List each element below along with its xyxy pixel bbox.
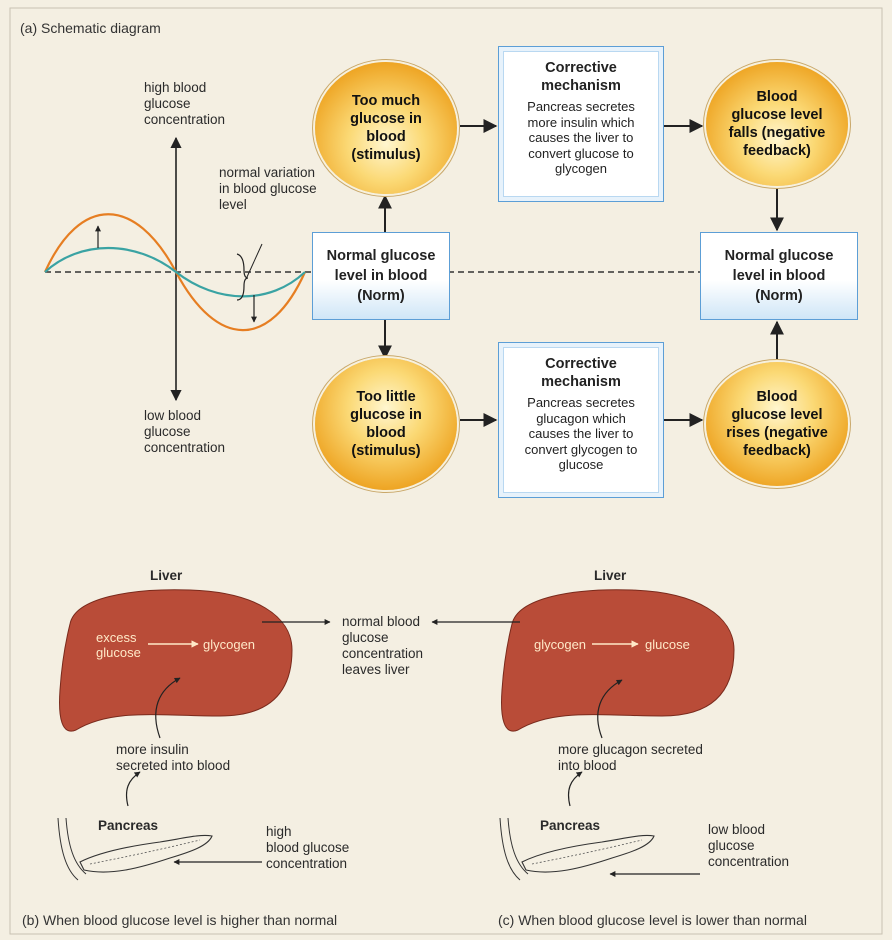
- corrective-box-high: Corrective mechanism Pancreas secretes m…: [498, 46, 664, 202]
- insulin-text: more insulin secreted into blood: [116, 742, 231, 773]
- pancreas-label-b: Pancreas: [98, 818, 159, 833]
- oval-level-falls: Blood glucose level falls (negative feed…: [706, 62, 848, 186]
- caption-a: (a) Schematic diagram: [20, 20, 161, 36]
- pancreas-b-arrow-up: [125, 771, 141, 807]
- high-stimulus-text: high blood glucose concentration: [266, 824, 350, 871]
- oval-too-much-glucose: Too much glucose in blood (stimulus): [315, 62, 457, 194]
- pancreas-c-drawing: [499, 817, 655, 881]
- caption-b: (b) When blood glucose level is higher t…: [22, 912, 338, 928]
- liver-label-b: Liver: [150, 568, 183, 583]
- glucagon-arrow-up: [597, 679, 623, 739]
- variation-pointer: [246, 243, 263, 278]
- pancreas-c-arrow-up: [567, 771, 583, 807]
- frame: [9, 7, 883, 935]
- center-label: normal blood glucose concentration leave…: [342, 614, 424, 677]
- glycogen-text-b: glycogen: [203, 637, 256, 652]
- pancreas-label-c: Pancreas: [540, 818, 601, 833]
- curve-small: [44, 247, 306, 298]
- pancreas-b-drawing: [57, 817, 213, 881]
- corrective-title-low: Corrective mechanism: [541, 356, 621, 390]
- variation-label: normal variation in blood glucose level: [219, 165, 317, 212]
- low-stimulus-text: low blood glucose concentration: [708, 822, 790, 869]
- high-label: high blood glucose concentration: [144, 80, 226, 127]
- glycogen-text-c: glycogen: [534, 637, 587, 652]
- variation-brace: [236, 253, 249, 301]
- low-label: low blood glucose concentration: [144, 408, 226, 455]
- corrective-box-low: Corrective mechanism Pancreas secretes g…: [498, 342, 664, 498]
- oval-too-little-glucose: Too little glucose in blood (stimulus): [315, 358, 457, 490]
- caption-c: (c) When blood glucose level is lower th…: [498, 912, 807, 928]
- norm-box-right: Normal glucose level in blood (Norm): [700, 232, 858, 320]
- liver-shape-c: [501, 589, 735, 732]
- corrective-body-low: Pancreas secretes glucagon which causes …: [524, 395, 638, 472]
- corrective-title-high: Corrective mechanism: [541, 60, 621, 94]
- glucose-text-c: glucose: [645, 637, 690, 652]
- liver-label-c: Liver: [594, 568, 627, 583]
- glucagon-text: more glucagon secreted into blood: [558, 742, 703, 773]
- oval-level-rises: Blood glucose level rises (negative feed…: [706, 362, 848, 486]
- corrective-body-high: Pancreas secretes more insulin which cau…: [527, 99, 635, 176]
- excess-glucose-text: excess glucose: [96, 630, 141, 660]
- liver-shape-b: [59, 589, 293, 732]
- insulin-arrow-up: [155, 677, 181, 739]
- norm-box-left: Normal glucose level in blood (Norm): [312, 232, 450, 320]
